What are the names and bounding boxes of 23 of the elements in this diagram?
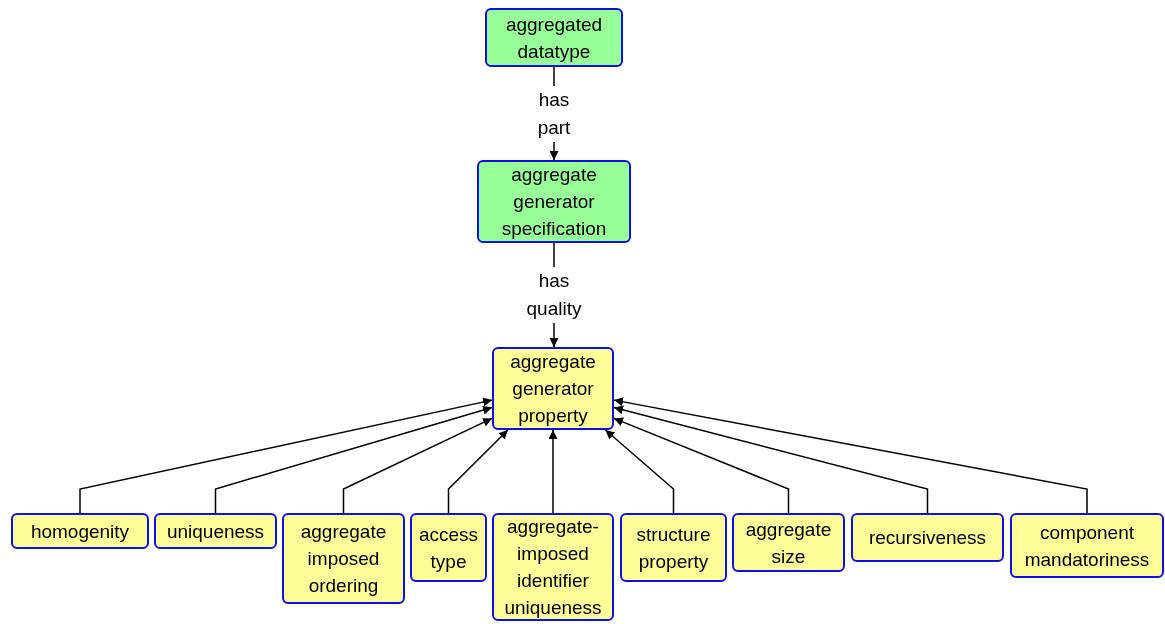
arrow bbox=[447, 429, 509, 514]
quality-box: aggregate imposed ordering bbox=[282, 513, 405, 604]
quality-box: uniqueness bbox=[154, 513, 277, 549]
class-box: aggregated datatype bbox=[485, 8, 623, 67]
arrow bbox=[79, 397, 493, 514]
edge-label: has quality bbox=[526, 267, 582, 323]
arrow bbox=[613, 405, 929, 514]
arrow bbox=[342, 417, 493, 514]
arrow bbox=[548, 429, 558, 514]
quality-box: component mandatoriness bbox=[1010, 513, 1164, 578]
arrow bbox=[613, 397, 1088, 514]
quality-box: homogenity bbox=[11, 513, 149, 549]
quality-box: access type bbox=[410, 513, 487, 582]
arrow bbox=[613, 417, 790, 514]
quality-box: recursiveness bbox=[851, 513, 1004, 562]
class-box: aggregate generator specification bbox=[477, 160, 631, 243]
quality-box: structure property bbox=[620, 513, 727, 582]
quality-box: aggregate-imposed identifier uniqueness bbox=[492, 513, 614, 621]
quality-box: aggregate size bbox=[732, 513, 845, 572]
edge-label: has part bbox=[537, 85, 571, 142]
quality-box: aggregate generator property bbox=[492, 347, 614, 430]
arrow bbox=[214, 405, 493, 514]
arrow bbox=[604, 429, 675, 514]
